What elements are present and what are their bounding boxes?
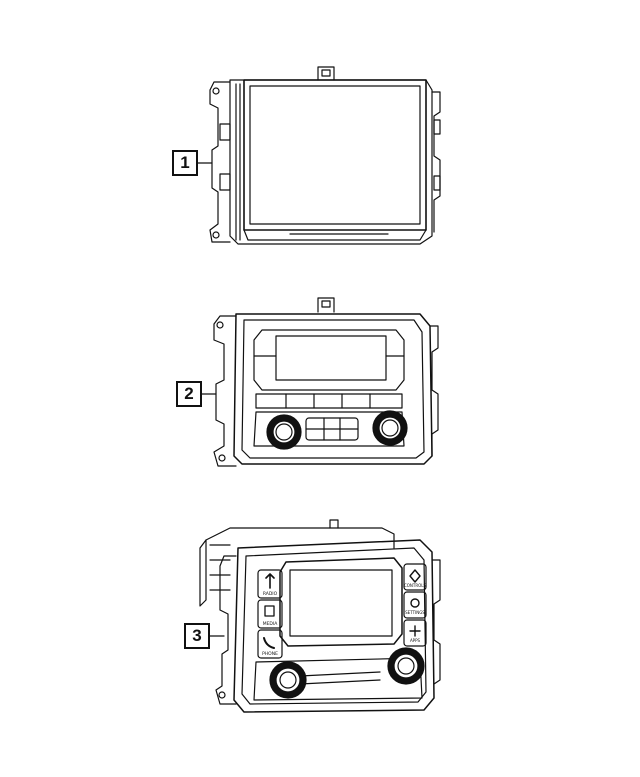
media-button-label: MEDIA [263, 621, 279, 627]
callout-2: 2 [176, 381, 202, 407]
callout-3: 3 [184, 623, 210, 649]
controls-button-label: CONTROLS [404, 583, 427, 588]
callout-1: 1 [172, 150, 198, 176]
apps-button-label: APPS [410, 638, 421, 643]
radio-button-label: RADIO [263, 591, 278, 597]
settings-button-label: SETTINGS [405, 610, 425, 615]
part-1-display-unit [196, 66, 441, 245]
part-3-touchscreen-radio: RADIO MEDIA PHONE CONTROLS SETTINGS APPS [199, 519, 441, 713]
phone-button-label: PHONE [262, 651, 278, 657]
part-2-radio-unit [200, 297, 439, 467]
